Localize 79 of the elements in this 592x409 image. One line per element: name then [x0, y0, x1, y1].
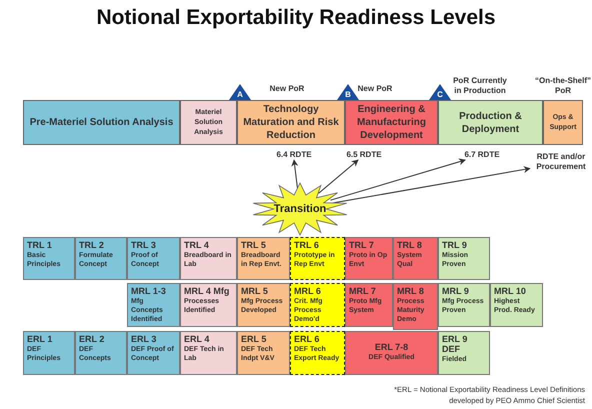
readiness-level-cell [180, 237, 237, 280]
level-heading: ERL 7-8 [374, 342, 410, 352]
readiness-level-cell [23, 331, 75, 375]
phase-note: New PoR [268, 84, 306, 94]
level-heading: ERL 2 [79, 334, 106, 344]
level-heading: ERL 3 [131, 334, 158, 344]
level-heading: MRL 4 Mfg [184, 286, 230, 296]
transition-starburst [252, 183, 348, 235]
phase-note: New PoR [356, 84, 394, 94]
level-heading: TRL 9 [442, 240, 468, 250]
level-heading: MRL 5 [241, 286, 269, 296]
readiness-level-cell [438, 283, 490, 327]
readiness-level-cell [23, 237, 75, 280]
phase-box [438, 100, 543, 145]
level-heading: MRL 6 [294, 286, 322, 296]
diagram-title: Notional Exportability Readiness Levels [95, 6, 497, 30]
milestone-triangle [429, 84, 451, 100]
readiness-level-cell [393, 283, 438, 330]
readiness-level-cell [180, 331, 237, 375]
phase-box [345, 100, 438, 145]
phase-box [23, 100, 180, 145]
readiness-level-cell [127, 283, 180, 327]
phase-box [543, 100, 583, 145]
level-heading: TRL 1 [27, 240, 53, 250]
level-heading: TRL 6 [294, 240, 320, 250]
arrow [330, 158, 466, 201]
funding-label: 6.4 RDTE [272, 150, 316, 160]
readiness-level-cell [345, 237, 393, 280]
readiness-level-cell [237, 331, 290, 375]
readiness-level-cell [345, 283, 393, 327]
starburst-label: Transition [272, 203, 328, 215]
readiness-level-cell [393, 237, 438, 280]
level-heading: TRL 4 [184, 240, 210, 250]
level-heading: MRL 10 [494, 286, 527, 296]
milestone-triangle [337, 84, 359, 100]
readiness-level-cell [237, 237, 290, 280]
level-heading: TRL 5 [241, 240, 267, 250]
funding-label: 6.5 RDTE [342, 150, 386, 160]
phase-box [180, 100, 237, 145]
readiness-level-cell [290, 237, 345, 280]
level-heading: TRL 2 [79, 240, 105, 250]
readiness-level-cell [290, 283, 345, 327]
readiness-level-cell [490, 283, 543, 327]
level-heading: MRL 8 [397, 286, 425, 296]
readiness-level-cell [127, 237, 180, 280]
readiness-level-cell [438, 237, 490, 280]
readiness-level-cell [180, 283, 237, 327]
funding-label: 6.7 RDTE [460, 150, 504, 160]
phase-name: Engineering & Manufacturing Development [356, 103, 427, 142]
readiness-level-cell [290, 331, 345, 375]
level-heading: TRL 7 [349, 240, 375, 250]
level-heading: ERL 4 [184, 334, 210, 344]
milestone-letter: B [344, 90, 352, 99]
level-heading: MRL 1-3 [131, 286, 167, 296]
readiness-level-cell [75, 331, 127, 375]
funding-label: RDTE and/or Procurement [530, 152, 592, 174]
phase-name: Technology Maturation and Risk Reduction [242, 103, 340, 142]
level-heading: TRL 3 [131, 240, 157, 250]
level-heading: ERL 6 [294, 334, 320, 344]
phase-name: Pre-Materiel Solution Analysis [28, 116, 174, 129]
readiness-level-cell [438, 331, 490, 375]
milestone-letter: C [436, 90, 444, 99]
phase-note: “On-the-Shelf” PoR [535, 76, 591, 96]
level-heading: ERL 5 [241, 334, 268, 344]
readiness-level-cell [127, 331, 180, 375]
arrow [332, 166, 531, 204]
readiness-level-cell [75, 237, 127, 280]
milestone-triangle [229, 84, 251, 100]
phase-note: PoR Currently in Production [452, 76, 508, 96]
level-heading: ERL 1 [27, 334, 54, 344]
milestone-letter: A [236, 90, 244, 99]
level-heading: TRL 8 [397, 240, 423, 250]
level-heading: MRL 9 [442, 286, 470, 296]
readiness-level-cell [345, 331, 438, 375]
level-heading: MRL 7 [349, 286, 377, 296]
level-heading: ERL 9 DEF [442, 334, 468, 354]
arrow [318, 160, 359, 194]
readiness-level-cell [237, 283, 290, 327]
phase-name: Production & Deployment [458, 110, 523, 136]
